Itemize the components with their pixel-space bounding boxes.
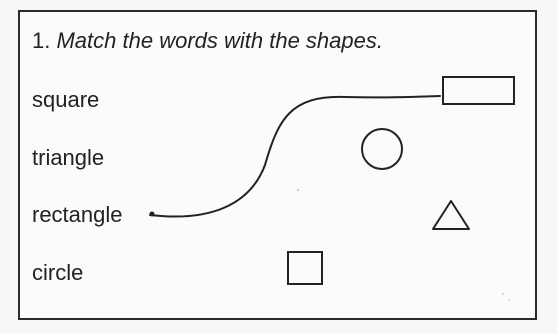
word-circle[interactable]: circle [32,260,84,285]
exercise-instruction: Match the words with the shapes. [56,28,383,53]
word-rectangle[interactable]: rectangle [32,202,123,227]
word-triangle[interactable]: triangle [32,145,105,170]
exercise-number: 1. [32,28,51,53]
word-square[interactable]: square [32,87,100,112]
worksheet-box: 1. Match the words with the shapes. squa… [18,10,537,320]
exercise-title: 1. Match the words with the shapes. [32,28,383,54]
